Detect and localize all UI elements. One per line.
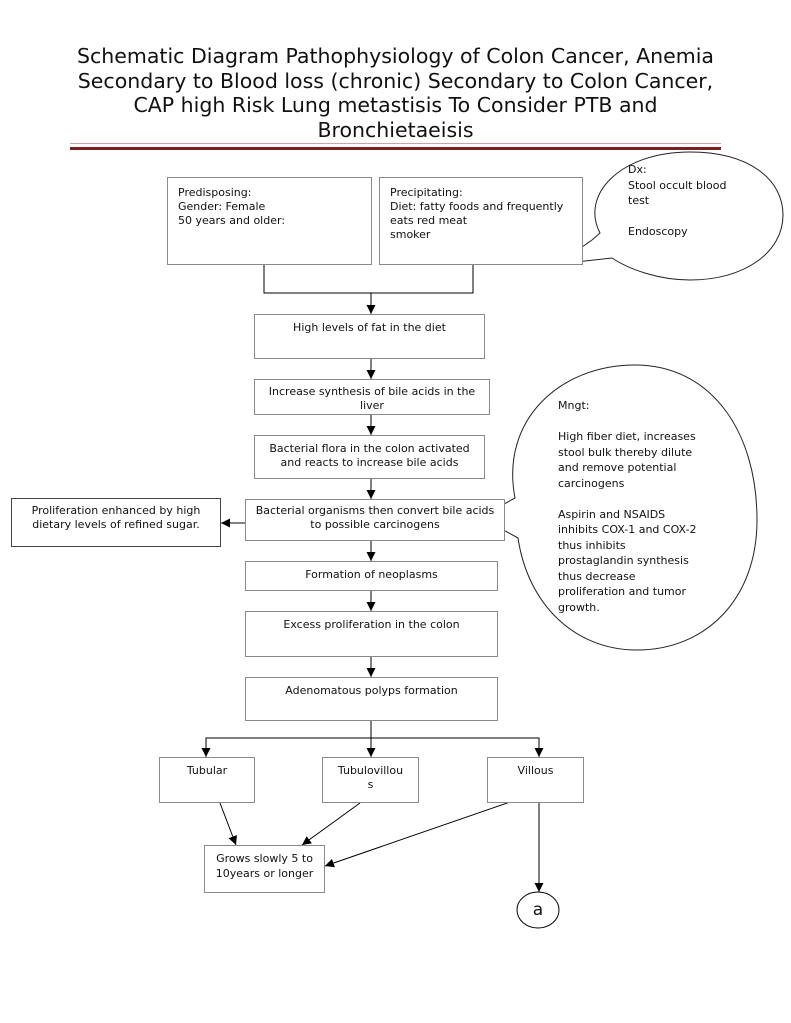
dx-item (628, 209, 768, 225)
dx-item: test (628, 194, 650, 207)
proliferation-box: Excess proliferation in the colon (245, 611, 498, 657)
tubular-box: Tubular (159, 757, 255, 803)
tubulovillous-box: Tubulovillou s (322, 757, 419, 803)
sugar-box: Proliferation enhanced by high dietary l… (11, 498, 221, 547)
precipitating-heading: Precipitating: (390, 186, 463, 199)
mngt-text: Mngt: High fiber diet, increases stool b… (558, 398, 733, 615)
title-rule-thin (70, 143, 721, 144)
branch-line (205, 737, 540, 756)
mngt-label: Mngt: (558, 399, 590, 412)
dx-bubble (557, 151, 784, 281)
mngt-item: and remove potential (558, 461, 677, 474)
tubulovillous-label: Tubulovillou (337, 764, 404, 777)
dx-item: Stool occult blood (628, 178, 727, 192)
mngt-item: growth. (558, 600, 600, 614)
grows-box: Grows slowly 5 to 10years or longer (204, 845, 325, 893)
predisposing-gender: Gender: Female (178, 200, 266, 213)
dx-label: Dx: (628, 163, 647, 176)
tubulovillous-label-cont: s (367, 778, 374, 791)
precipitating-diet: Diet: fatty foods and frequently (390, 200, 564, 213)
top-bracket (263, 264, 474, 294)
fat-box: High levels of fat in the diet (254, 314, 485, 359)
mngt-item: carcinogens (558, 476, 625, 490)
title-rule-thick (70, 147, 721, 150)
polyps-box: Adenomatous polyps formation (245, 677, 498, 721)
connector-circle (516, 891, 560, 929)
mngt-item: prostaglandin synthesis (558, 554, 689, 567)
dx-item: Endoscopy (628, 225, 688, 238)
mngt-item: stool bulk thereby dilute (558, 445, 693, 459)
connector-label: a (532, 900, 544, 920)
arrow-tubulovillous-grows (301, 802, 361, 846)
mngt-item: proliferation and tumor (558, 585, 687, 598)
precipitating-box: Precipitating: Diet: fatty foods and fre… (379, 177, 583, 265)
page-title: Schematic Diagram Pathophysiology of Col… (77, 44, 714, 142)
predisposing-age: 50 years and older: (178, 214, 286, 227)
dx-text: Dx: Stool occult blood test Endoscopy (628, 162, 768, 240)
arrow-villous-grows (324, 800, 514, 868)
predisposing-heading: Predisposing: (178, 186, 252, 199)
mngt-item: thus inhibits (558, 538, 626, 552)
predisposing-box: Predisposing: Gender: Female 50 years an… (167, 177, 372, 265)
villous-box: Villous (487, 757, 584, 803)
mngt-item: High fiber diet, increases (558, 430, 696, 443)
neoplasms-box: Formation of neoplasms (245, 561, 498, 591)
precipitating-smoker: smoker (390, 228, 431, 241)
precipitating-diet-cont: eats red meat (390, 214, 468, 227)
mngt-item: inhibits COX-1 and COX-2 (558, 523, 697, 536)
arrow-tubular-grows (219, 802, 238, 846)
bile-box: Increase synthesis of bile acids in the … (254, 379, 490, 415)
flora-box: Bacterial flora in the colon activated a… (254, 435, 485, 479)
mngt-item: thus decrease (558, 569, 636, 583)
convert-box: Bacterial organisms then convert bile ac… (245, 499, 505, 541)
mngt-bubble (478, 364, 758, 651)
mngt-item: Aspirin and NSAIDS (558, 507, 666, 521)
